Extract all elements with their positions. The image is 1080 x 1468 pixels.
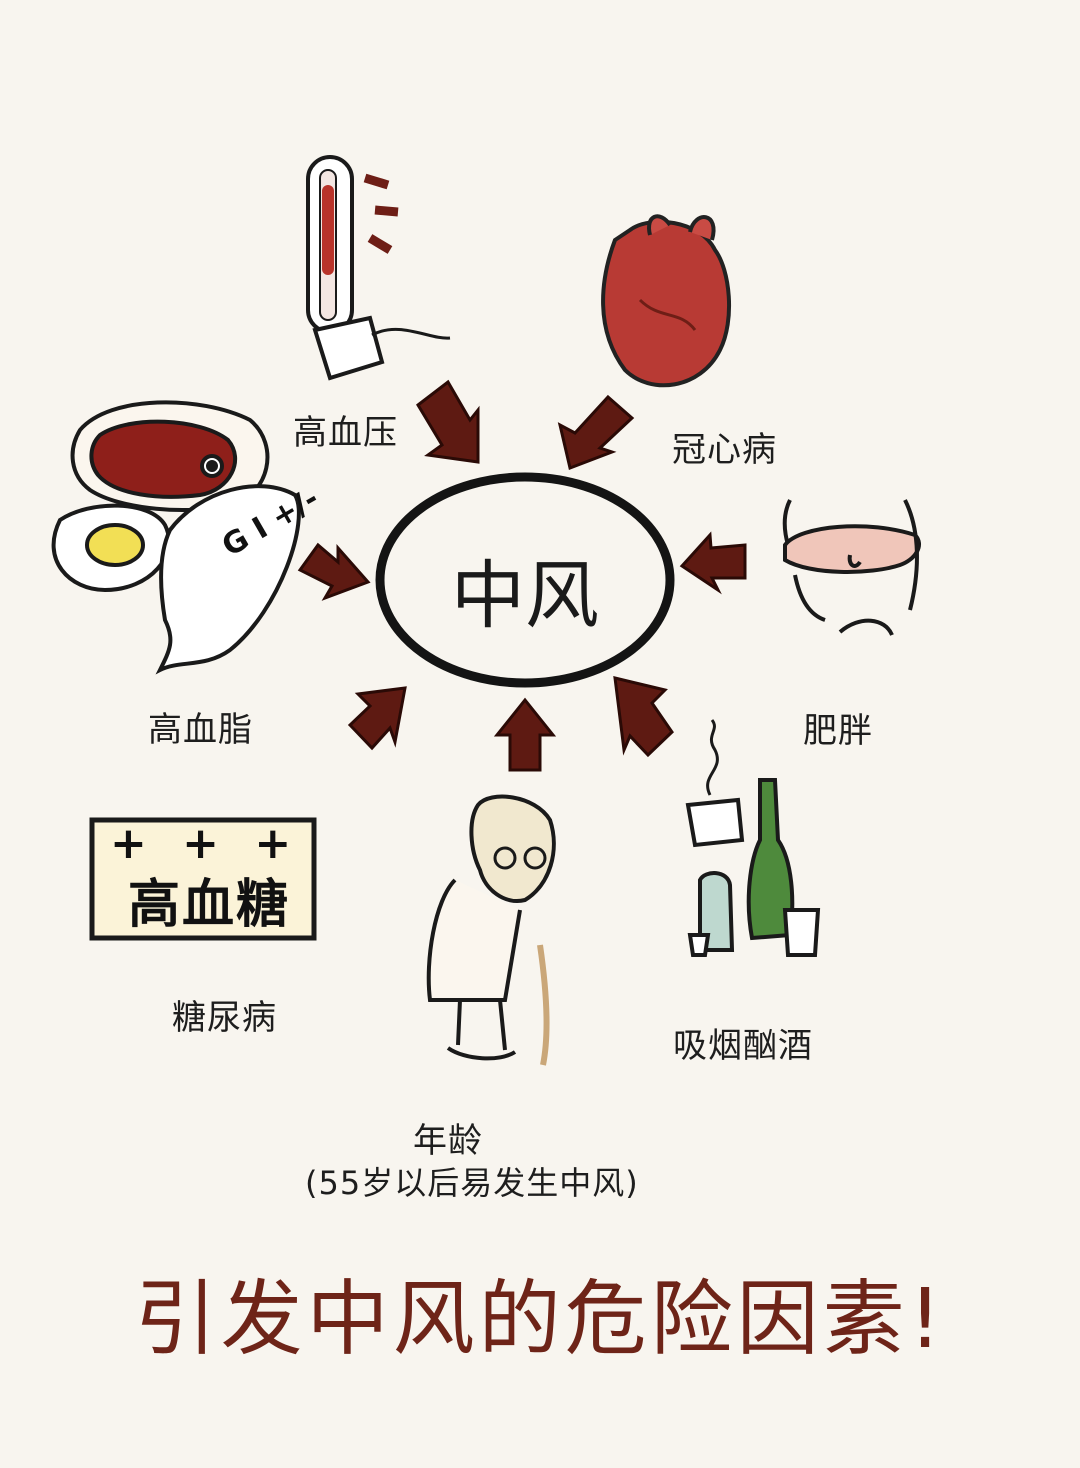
diabetes-sign-marks: + + + — [110, 818, 302, 869]
arrow-from-coronary — [557, 394, 635, 471]
alcohol-cigarette-icon — [685, 719, 821, 957]
arrow-from-smoking — [613, 676, 674, 758]
belly-icon — [782, 499, 921, 636]
stroke-center-label: 中风 — [451, 553, 599, 639]
arrow-from-hypertension — [416, 379, 480, 464]
arrow-from-diabetes — [347, 686, 407, 751]
diabetes-sign — [89, 817, 317, 941]
label-coronary: 冠心病 — [672, 430, 777, 470]
elderly-person-icon — [426, 794, 556, 1066]
heart-icon — [601, 214, 731, 388]
arrow-from-age — [493, 697, 557, 772]
label-age-note: (55岁以后易发生中风) — [305, 1164, 639, 1202]
label-diabetes: 糖尿病 — [172, 998, 277, 1038]
label-obesity: 肥胖 — [803, 711, 873, 751]
headline: 引发中风的危险因素! — [134, 1272, 946, 1367]
diabetes-sign-text: 高血糖 — [128, 875, 291, 935]
label-hypertension: 高血压 — [293, 413, 398, 453]
center-ellipse — [375, 472, 675, 688]
arrow-from-obesity — [679, 531, 747, 595]
label-age: 年龄 — [413, 1121, 483, 1161]
label-smoking-drinking: 吸烟酗酒 — [673, 1026, 813, 1066]
blood-pressure-icon — [306, 155, 451, 381]
label-hyperlipidemia: 高血脂 — [148, 710, 253, 750]
fatty-food-icon — [51, 400, 301, 675]
arrow-from-hyperlipidemia — [297, 542, 371, 601]
